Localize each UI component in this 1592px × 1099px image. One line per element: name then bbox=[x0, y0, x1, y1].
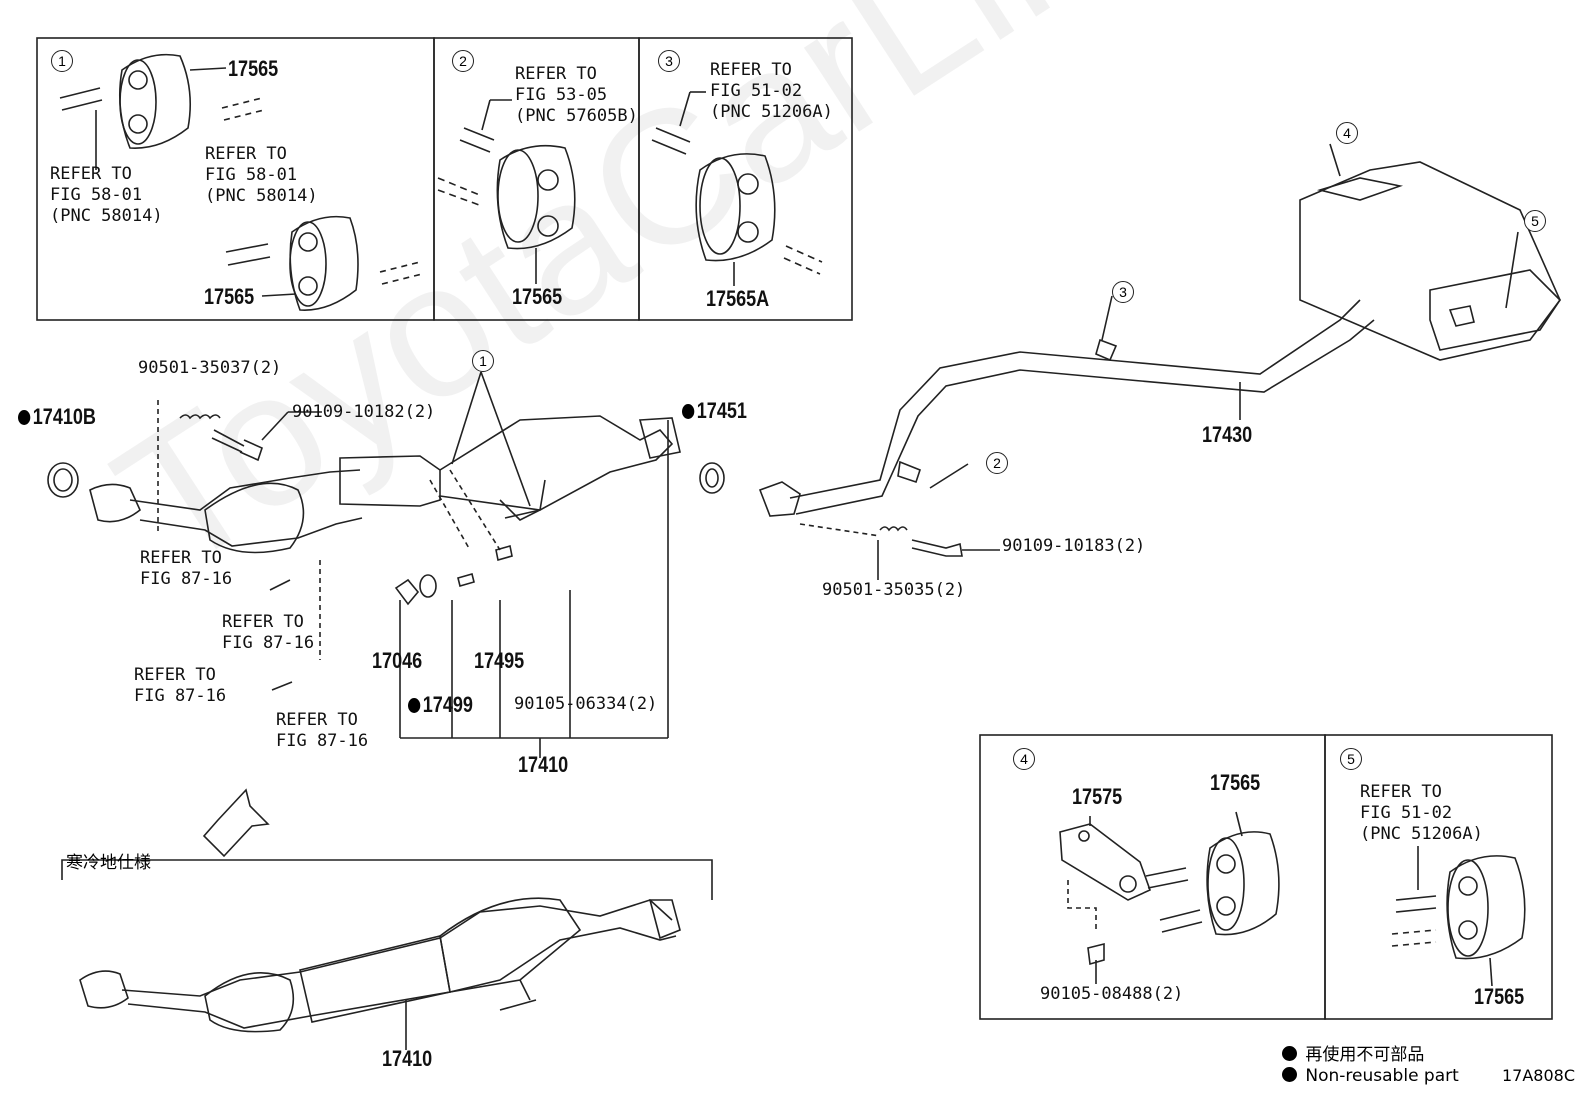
part-number-17499[interactable]: 17499 bbox=[408, 692, 473, 718]
bolt-90109-10182 bbox=[211, 429, 263, 462]
refer-to-fig-87-16-c[interactable]: REFER TO FIG 87-16 bbox=[134, 665, 227, 706]
hanger-17565-box2 bbox=[437, 99, 576, 284]
part-number-17565-box4[interactable]: 17565 bbox=[1210, 770, 1261, 795]
part-number-90105-08488[interactable]: 90105-08488(2) bbox=[1040, 984, 1184, 1004]
non-reusable-dot-icon bbox=[18, 410, 31, 425]
callout-3-main: 3 bbox=[1112, 281, 1134, 303]
callout-1-main: 1 bbox=[472, 350, 494, 372]
part-number-17451[interactable]: 17451 bbox=[682, 398, 747, 424]
part-number-17575[interactable]: 17575 bbox=[1072, 784, 1123, 809]
gasket-17499 bbox=[419, 574, 437, 598]
gasket-17410B bbox=[47, 462, 79, 498]
refer-to-fig-58-01-right[interactable]: REFER TO FIG 58-01 (PNC 58014) bbox=[205, 144, 318, 206]
detail-box-5 bbox=[1324, 734, 1553, 1020]
part-number-17410[interactable]: 17410 bbox=[518, 752, 569, 777]
part-number-17565-box5[interactable]: 17565 bbox=[1474, 984, 1525, 1009]
hanger-17565-box1-bottom bbox=[225, 215, 423, 311]
cold-region-bracket bbox=[61, 859, 713, 900]
refer-to-fig-53-05[interactable]: REFER TO FIG 53-05 (PNC 57605B) bbox=[515, 64, 638, 126]
spring-90501-35035 bbox=[879, 526, 908, 532]
non-reusable-dot-icon bbox=[408, 698, 421, 713]
refer-to-fig-87-16-a[interactable]: REFER TO FIG 87-16 bbox=[140, 548, 233, 589]
front-pipe-17410 bbox=[89, 415, 681, 554]
callout-5-main: 5 bbox=[1524, 210, 1546, 232]
non-reusable-dot-icon bbox=[1282, 1046, 1297, 1061]
front-pipe-17410-cold bbox=[79, 897, 681, 1033]
part-number-17410B[interactable]: 17410B bbox=[18, 404, 96, 430]
part-number-90109-10183[interactable]: 90109-10183(2) bbox=[1002, 536, 1146, 556]
spring-90501-35037 bbox=[179, 414, 221, 420]
tail-pipe-17430 bbox=[758, 161, 1562, 517]
part-number-17495[interactable]: 17495 bbox=[474, 648, 525, 673]
bolt-17495 bbox=[457, 573, 475, 587]
cold-region-label: 寒冷地仕様 bbox=[66, 853, 151, 873]
hanger-17565-box1-top bbox=[59, 53, 265, 149]
bolt-90105-06334 bbox=[495, 544, 513, 562]
gasket-17451 bbox=[699, 462, 725, 494]
non-reusable-dot-icon bbox=[682, 404, 695, 419]
callout-1: 1 bbox=[51, 50, 73, 72]
bolt-90109-10183 bbox=[911, 539, 963, 557]
hanger-17565-box4 bbox=[1159, 811, 1280, 936]
callout-4-main: 4 bbox=[1336, 122, 1358, 144]
legend-en: Non-reusable part bbox=[1282, 1066, 1459, 1086]
part-number-17046[interactable]: 17046 bbox=[372, 648, 423, 673]
refer-to-fig-51-02-box5[interactable]: REFER TO FIG 51-02 (PNC 51206A) bbox=[1360, 782, 1483, 844]
part-number-90109-10182[interactable]: 90109-10182(2) bbox=[292, 402, 436, 422]
arrow-up-icon bbox=[202, 788, 270, 858]
callout-2: 2 bbox=[452, 50, 474, 72]
legend-jp: 再使用不可部品 bbox=[1282, 1040, 1424, 1065]
part-number-17410-cold[interactable]: 17410 bbox=[382, 1046, 433, 1071]
refer-to-fig-58-01-left[interactable]: REFER TO FIG 58-01 (PNC 58014) bbox=[50, 164, 163, 226]
sensor-17046 bbox=[394, 578, 420, 606]
part-number-17565-box1-bottom[interactable]: 17565 bbox=[204, 284, 255, 309]
detail-box-3 bbox=[638, 37, 853, 321]
hanger-17565A-box3 bbox=[651, 91, 823, 286]
part-number-90105-06334[interactable]: 90105-06334(2) bbox=[514, 694, 658, 714]
part-number-17565A[interactable]: 17565A bbox=[706, 286, 770, 311]
part-number-17565-box2[interactable]: 17565 bbox=[512, 284, 563, 309]
refer-to-fig-51-02-box3[interactable]: REFER TO FIG 51-02 (PNC 51206A) bbox=[710, 60, 833, 122]
callout-2-main: 2 bbox=[986, 452, 1008, 474]
figure-code: 17A808C bbox=[1502, 1066, 1576, 1085]
part-number-17565-box1-top[interactable]: 17565 bbox=[228, 56, 279, 81]
hanger-17565-box5 bbox=[1391, 846, 1526, 987]
detail-box-4 bbox=[979, 734, 1326, 1020]
callout-4: 4 bbox=[1013, 748, 1035, 770]
part-number-17430[interactable]: 17430 bbox=[1202, 422, 1253, 447]
non-reusable-dot-icon bbox=[1282, 1067, 1297, 1082]
refer-to-fig-87-16-d[interactable]: REFER TO FIG 87-16 bbox=[276, 710, 369, 751]
part-number-90501-35035[interactable]: 90501-35035(2) bbox=[822, 580, 966, 600]
refer-to-fig-87-16-b[interactable]: REFER TO FIG 87-16 bbox=[222, 612, 315, 653]
callout-5: 5 bbox=[1340, 748, 1362, 770]
bracket-17575 bbox=[1059, 816, 1189, 984]
callout-3: 3 bbox=[658, 50, 680, 72]
part-number-90501-35037[interactable]: 90501-35037(2) bbox=[138, 358, 282, 378]
